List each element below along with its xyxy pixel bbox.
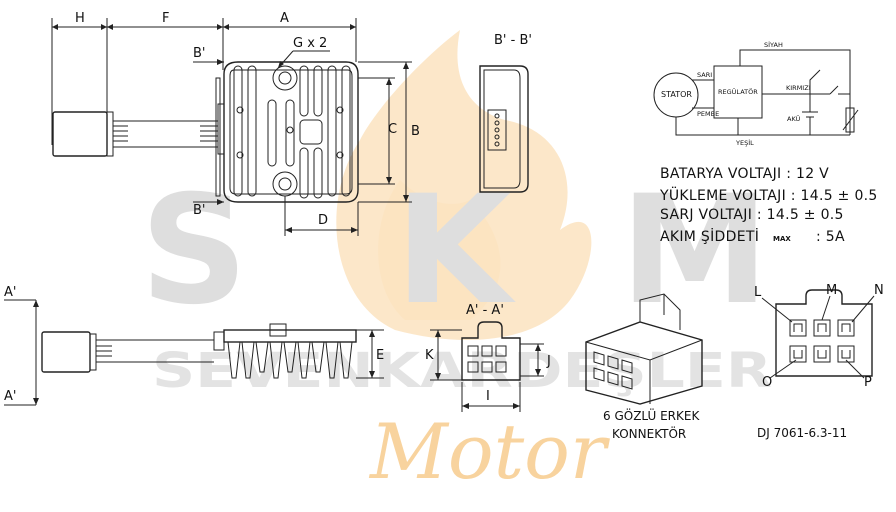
part-number: DJ 7061-6.3-11 [757,426,847,440]
section-a-a-view: A' - A' K J I [425,303,551,412]
connector-pin-face: L M N O P DJ 7061-6.3-11 [754,283,884,440]
side-view: A' A' E [4,285,384,406]
connector-a-cavities [467,345,507,373]
wire-sari: SARI [697,71,712,79]
spec-battery-voltage: BATARYA VOLTAJI : 12 V [660,166,829,182]
specs-block: BATARYA VOLTAJI : 12 V YÜKLEME VOLTAJI :… [659,166,878,245]
pin-label-n: N [874,283,884,298]
dim-i: I [486,389,490,404]
spec-charge-voltage: SARJ VOLTAJI : 14.5 ± 0.5 [660,207,844,223]
section-a-prime-top: A' [4,285,16,300]
watermark-letter-s: S [140,164,248,338]
spec-current-max: MAX [773,235,791,243]
dim-e: E [376,348,384,363]
pin-label-p: P [864,375,872,390]
connector-caption-line1: 6 GÖZLÜ ERKEK [603,407,700,423]
wire-pembe: PEMBE [697,110,719,118]
dim-f: F [162,11,169,26]
top-view: H F A G x 2 [51,11,420,236]
wire-yesil: YEŞİL [735,138,754,147]
pin-label-l: L [754,285,762,300]
section-b-b-view: B' - B' [479,33,532,193]
spec-current-label: AKIM ŞİDDETİ [660,227,759,245]
dim-k: K [425,348,434,363]
dim-b: B [411,124,420,139]
wiring-schematic: STATOR REGÜLATÖR SARI PEMBE SİYAH KIRMIZ… [653,40,859,147]
spec-load-voltage: YÜKLEME VOLTAJI : 14.5 ± 0.5 [659,186,878,204]
section-b-prime-bottom: B' [193,203,206,218]
dim-j: J [546,354,551,369]
watermark-letter-k: K [395,164,516,338]
spec-current-value: : 5A [816,229,845,245]
dim-a: A [280,11,289,26]
pin-face-cavities [789,319,855,363]
heatsink-fins [227,341,353,379]
section-a-prime-bottom: A' [4,389,16,404]
dim-g: G x 2 [293,36,327,51]
battery-label: AKÜ [787,114,801,123]
connector-3d-cavities [593,351,633,390]
section-b-prime-top: B' [193,46,206,61]
section-b-b-label: B' - B' [494,33,532,48]
pin-label-m: M [826,283,837,298]
dim-c: C [388,122,397,137]
dim-h: H [75,11,85,26]
connector-caption-line2: KONNEKTÖR [612,425,686,441]
regulator-label: REGÜLATÖR [718,87,758,96]
watermark-script: Motor [368,407,611,496]
connector-3d: 6 GÖZLÜ ERKEK KONNEKTÖR [585,293,703,441]
dim-d: D [318,213,328,228]
watermark-letter-m: M [620,164,769,338]
wire-kirmizi: KIRMIZI [786,84,811,92]
stator-label: STATOR [661,90,692,99]
section-a-a-label: A' - A' [466,303,504,318]
wire-siyah: SİYAH [764,40,783,49]
pin-label-o: O [762,375,772,390]
